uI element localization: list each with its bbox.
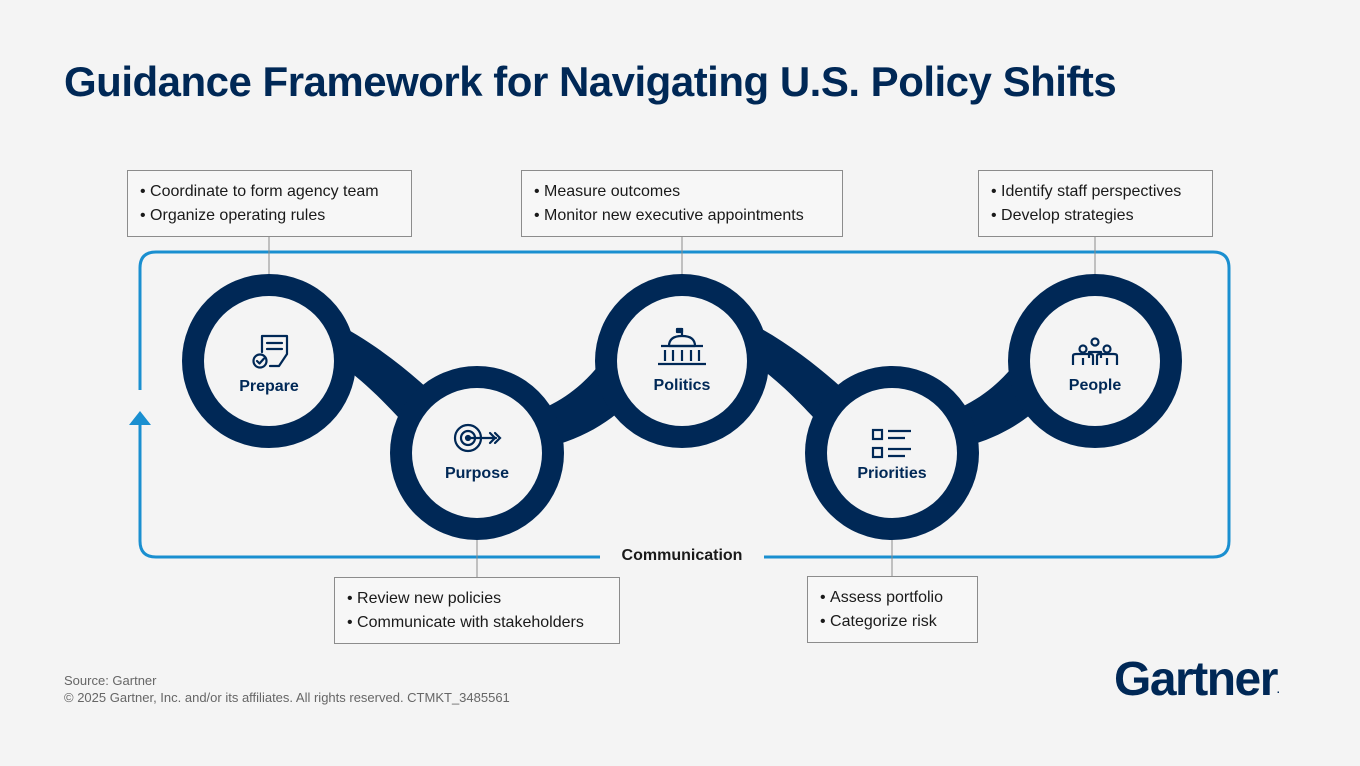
callout-people: Identify staff perspectives Develop stra… [978,170,1213,237]
communication-loop [138,250,1231,559]
node-label-people: People [1068,377,1122,394]
page-title: Guidance Framework for Navigating U.S. P… [64,58,1117,105]
ring-center-purpose [412,388,542,518]
logo-text: Gartner [1114,653,1278,706]
ring-center-prepare [204,296,334,426]
bullet-item: Coordinate to form agency team [140,180,399,204]
communication-label: Communication [600,547,764,565]
logo-mark: . [1276,685,1280,696]
callout-politics: Measure outcomes Monitor new executive a… [521,170,843,237]
bullet-item: Communicate with stakeholders [347,611,607,635]
copyright-text: © 2025 Gartner, Inc. and/or its affiliat… [64,690,510,705]
bullet-item: Identify staff perspectives [991,180,1200,204]
loop-arrowhead [129,411,151,425]
bullet-item: Monitor new executive appointments [534,204,830,228]
source-text: Source: Gartner [64,673,157,688]
node-label-politics: Politics [653,377,711,394]
ring-center-priorities [827,388,957,518]
gartner-logo: Gartner. [1114,652,1280,707]
bullet-item: Develop strategies [991,204,1200,228]
ring-center-people [1030,296,1160,426]
target-arrow-icon [453,423,502,453]
bullet-item: Assess portfolio [820,586,965,610]
bullet-item: Review new policies [347,587,607,611]
callout-prepare: Coordinate to form agency team Organize … [127,170,412,237]
ring-centers [204,296,1160,518]
bullet-item: Categorize risk [820,610,965,634]
node-label-priorities: Priorities [857,465,927,482]
node-label-purpose: Purpose [444,465,509,482]
callout-purpose: Review new policies Communicate with sta… [334,577,620,644]
capitol-building-icon [658,327,706,366]
node-label-prepare: Prepare [239,378,299,395]
bullet-item: Organize operating rules [140,204,399,228]
people-group-icon [1071,337,1119,365]
checklist-icon [871,428,911,459]
document-check-icon [252,334,289,369]
bullet-item: Measure outcomes [534,180,830,204]
footer: Source: Gartner © 2025 Gartner, Inc. and… [64,672,510,706]
callout-priorities: Assess portfolio Categorize risk [807,576,978,643]
